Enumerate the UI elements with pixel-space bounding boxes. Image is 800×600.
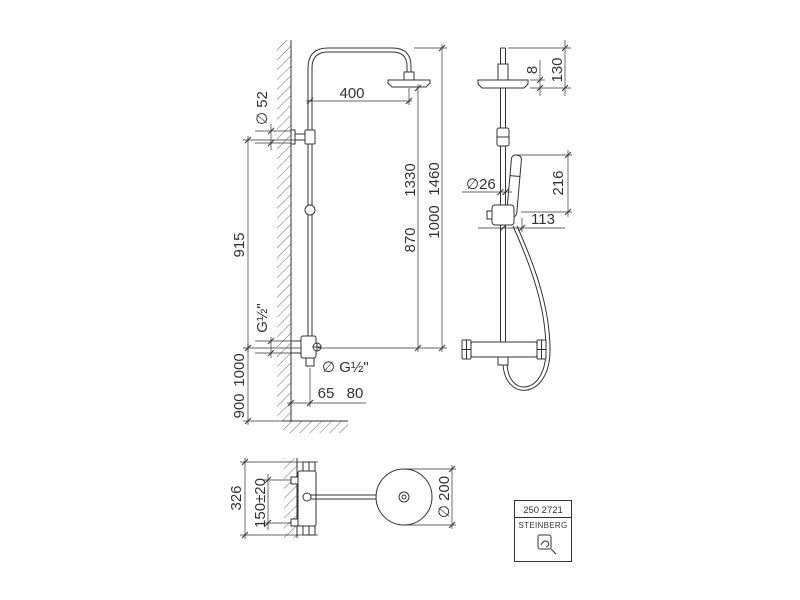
dim-head-diameter: ∅ 200 bbox=[404, 465, 456, 529]
dim-head-thickness: 8 bbox=[508, 47, 571, 96]
dim-wall-offset-a-label: 65 bbox=[318, 385, 335, 402]
product-label-box: 250 2721 STEINBERG bbox=[514, 500, 572, 562]
dim-wall-flange: ∅ 52 bbox=[254, 91, 291, 150]
dim-hand-shower-offset: 113 bbox=[478, 211, 565, 232]
outlet-thread-label: ∅ G½" bbox=[322, 359, 369, 376]
dim-head-height: 1330 870 bbox=[402, 84, 422, 352]
dim-hand-shower-length-label: 216 bbox=[550, 170, 567, 195]
slider-knob bbox=[304, 204, 316, 216]
dim-riser-diameter: ∅26 bbox=[462, 176, 512, 196]
dim-arm-height-b-label: 1000 bbox=[426, 205, 443, 238]
dim-mixer-height-a-label: 1000 bbox=[231, 353, 248, 386]
dim-riser-diameter-label: ∅26 bbox=[466, 176, 496, 193]
dim-arm-reach-label: 400 bbox=[339, 85, 364, 102]
dim-wall-flange-label: ∅ 52 bbox=[254, 91, 271, 125]
dim-total-depth: 326 bbox=[228, 458, 318, 539]
shower-head-side bbox=[387, 71, 431, 88]
dim-arm-height: 1460 1000 bbox=[318, 44, 447, 352]
shower-hose bbox=[502, 225, 551, 391]
wall-hatching bbox=[277, 40, 291, 421]
front-view: 8 130 ∅26 216 bbox=[461, 40, 572, 391]
dim-hand-shower-length: 216 bbox=[517, 150, 572, 217]
dim-head-diameter-label: ∅ 200 bbox=[436, 476, 453, 518]
thermostat-mixer-front bbox=[461, 339, 547, 366]
dim-connection-spacing-label: 150±20 bbox=[252, 478, 269, 528]
thermostat-mixer-side bbox=[290, 335, 322, 367]
top-view: ∅ 200 326 150±20 bbox=[228, 458, 456, 539]
shower-riser-front bbox=[500, 47, 506, 342]
dim-bracket-height-label: 915 bbox=[231, 232, 248, 257]
brand-symbol-icon bbox=[537, 534, 557, 555]
side-view: 400 1330 870 1460 1000 ∅ 52 bbox=[231, 40, 447, 433]
dim-total-depth-label: 326 bbox=[228, 485, 245, 510]
dim-wall-offset: 65 80 bbox=[287, 368, 366, 407]
dim-arm-height-a-label: 1460 bbox=[426, 162, 443, 195]
shower-arm-top bbox=[311, 494, 377, 500]
dim-mixer-height-b-label: 900 bbox=[231, 393, 248, 418]
dim-connection-spacing: 150±20 bbox=[252, 474, 291, 530]
dim-bracket-height: 915 bbox=[231, 136, 304, 352]
wall-bracket bbox=[290, 129, 316, 145]
dim-mixer-height: 1000 900 bbox=[231, 344, 283, 425]
floor-hatching bbox=[283, 421, 348, 433]
brand-name: STEINBERG bbox=[519, 521, 568, 530]
dim-head-thickness-label: 8 bbox=[524, 66, 541, 74]
shower-head-front bbox=[477, 63, 529, 89]
dim-wall-offset-b-label: 80 bbox=[347, 385, 364, 402]
article-number: 250 2721 bbox=[523, 505, 563, 516]
dim-hand-shower-offset-label: 113 bbox=[531, 211, 555, 228]
thermostat-mixer-top bbox=[290, 461, 317, 536]
dim-head-drop-label: 130 bbox=[549, 57, 566, 82]
shower-head-top bbox=[375, 468, 433, 526]
dim-wall-thread-label: G½" bbox=[254, 303, 271, 333]
dim-head-drop: 130 bbox=[549, 40, 569, 96]
dim-head-height-a-label: 1330 bbox=[402, 163, 419, 196]
dim-head-height-b-label: 870 bbox=[402, 227, 419, 252]
dim-wall-thread: G½" bbox=[254, 303, 291, 358]
shower-riser bbox=[307, 47, 412, 336]
dim-arm-reach: 400 bbox=[306, 85, 413, 105]
hand-shower-holder bbox=[486, 204, 515, 226]
riser-joint bbox=[496, 127, 510, 147]
